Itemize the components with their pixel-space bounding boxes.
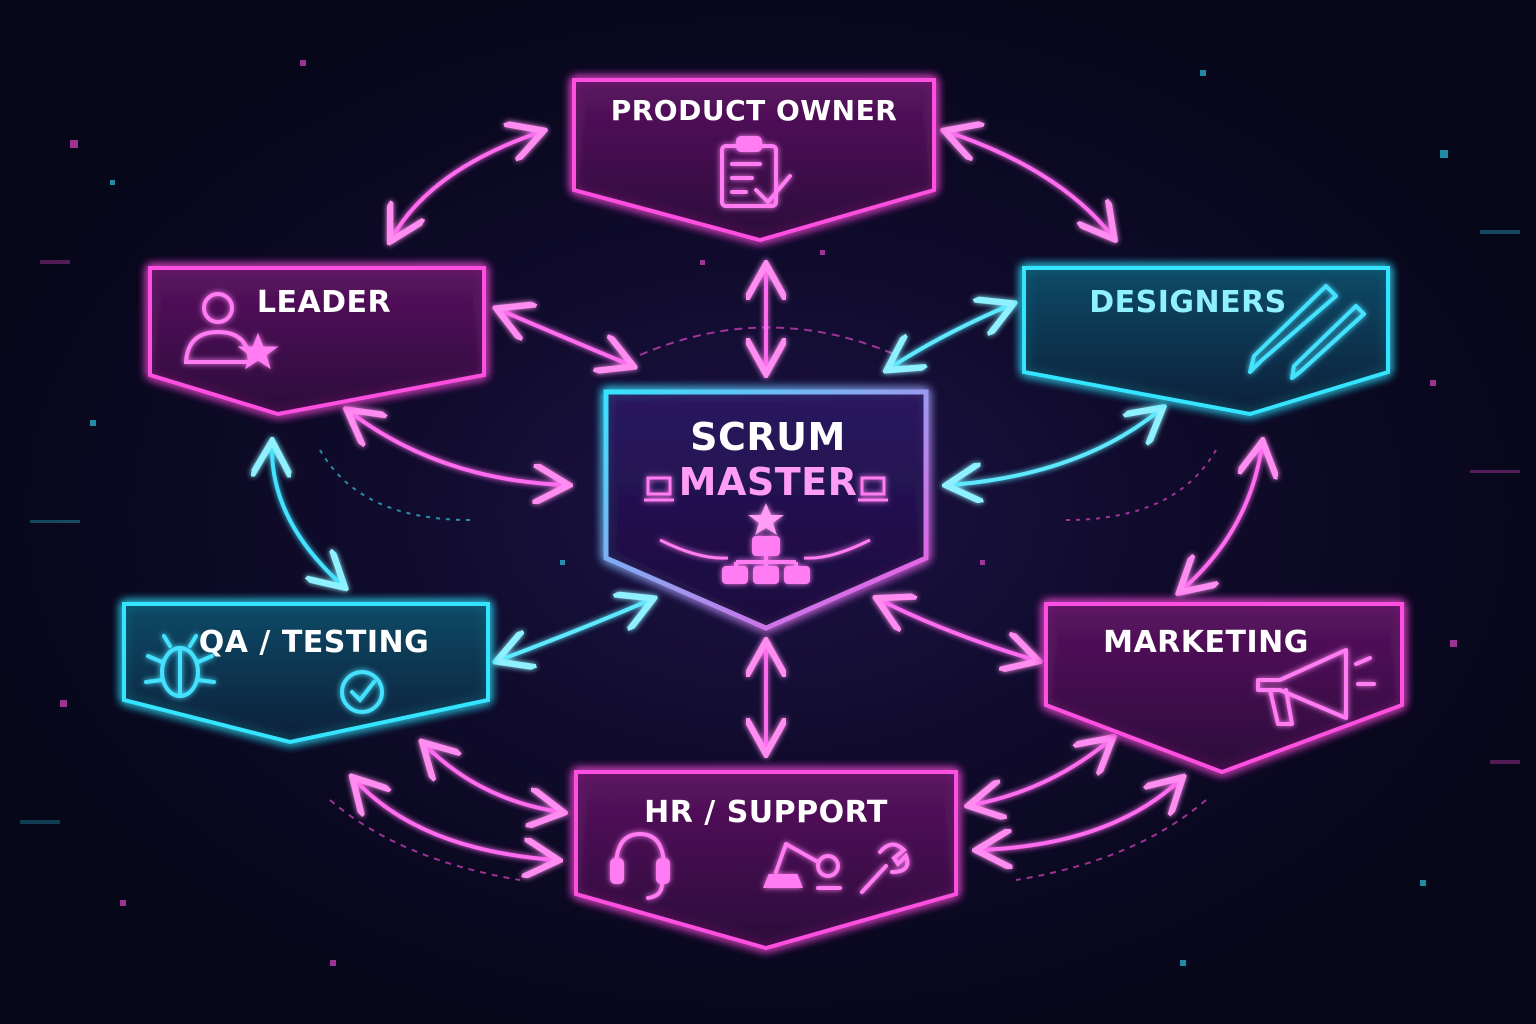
arrow-marketing-hr-outer: [980, 780, 1180, 850]
scrum-master-line2: MASTER: [679, 460, 858, 504]
wrench-icon: [860, 842, 910, 894]
scrum-master-line1: SCRUM: [690, 415, 846, 459]
person-star-icon: [183, 292, 279, 370]
arrow-marketing-hr: [972, 740, 1110, 805]
pens-icon: [1248, 284, 1366, 380]
laptop-icon-right: [858, 476, 888, 502]
arrow-designers-marketing: [1182, 445, 1262, 590]
node-product-owner: PRODUCT OWNER: [572, 78, 936, 243]
leader-label: LEADER: [257, 285, 391, 320]
qa-testing-label: QA / TESTING: [199, 625, 430, 660]
marketing-label: MARKETING: [1103, 625, 1309, 660]
arrow-qa-hr: [425, 745, 560, 812]
node-qa-testing: QA / TESTING: [122, 602, 490, 745]
robot-arm-icon: [763, 842, 842, 890]
arrow-designers-center-a: [890, 305, 1010, 368]
arrow-leader-center-b: [350, 412, 565, 485]
node-hr-support: HR / SUPPORT: [574, 770, 958, 951]
arrow-leader-qa: [272, 445, 342, 585]
headset-icon: [610, 831, 670, 900]
arrow-leader-center-a: [500, 310, 630, 365]
check-circle-icon: [340, 670, 384, 714]
megaphone-icon: [1256, 648, 1376, 726]
node-leader: LEADER: [148, 266, 486, 417]
background-pixels: [20, 60, 1520, 966]
designers-label: DESIGNERS: [1089, 285, 1287, 320]
clipboard-check-icon: [720, 136, 792, 208]
arrow-po-leader: [392, 132, 540, 238]
arrow-po-designers: [948, 132, 1112, 236]
laptop-icon-left: [644, 476, 674, 502]
arrow-qa-hr-outer: [355, 780, 555, 860]
org-chart-star-icon: [644, 476, 888, 584]
node-marketing: MARKETING: [1044, 602, 1404, 775]
arrow-designers-center-b: [950, 410, 1160, 485]
arrow-qa-center: [500, 600, 650, 660]
connectors: [272, 132, 1262, 860]
bug-icon: [144, 634, 216, 698]
hr-support-label: HR / SUPPORT: [644, 795, 888, 830]
arrow-marketing-center: [880, 600, 1035, 660]
node-designers: DESIGNERS: [1022, 266, 1390, 417]
node-scrum-master: SCRUM MASTER: [603, 389, 929, 631]
product-owner-label: PRODUCT OWNER: [611, 94, 898, 127]
